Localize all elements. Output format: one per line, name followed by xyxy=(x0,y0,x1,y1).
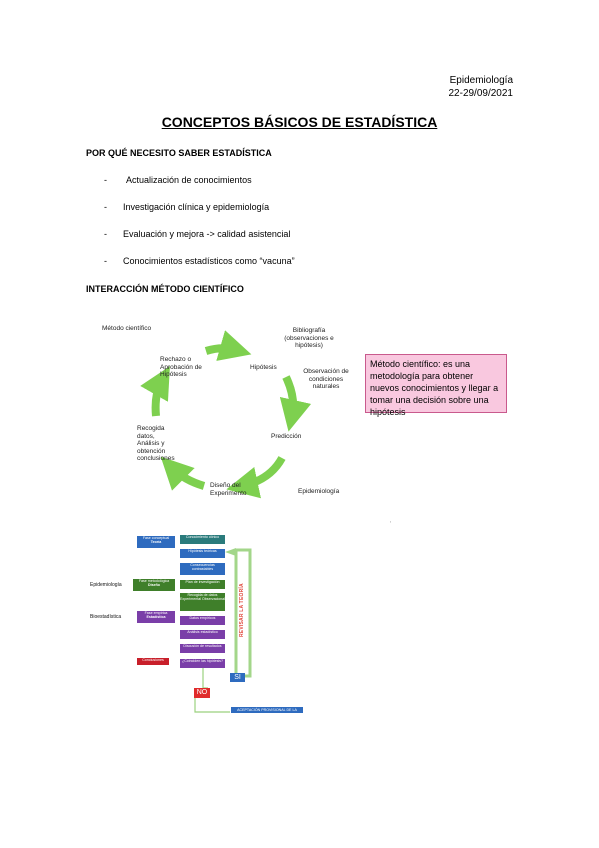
flow-step: Recogida de datos Experimental Observaci… xyxy=(180,593,225,611)
cycle-arrow xyxy=(160,456,206,491)
section-heading-scientific-method: INTERACCIÓN MÉTODO CIENTÍFICO xyxy=(86,284,244,294)
cycle-node-hypothesis: Hipótesis xyxy=(250,364,277,371)
date-range: 22-29/09/2021 xyxy=(448,88,513,99)
list-item: -Conocimientos estadísticos como “vacuna… xyxy=(104,256,295,266)
cycle-node-bibliography: Bibliografía (observaciones e hipótesis) xyxy=(284,327,334,349)
flow-tag-conclusions: Conclusiones xyxy=(137,658,169,665)
cycle-arrow xyxy=(226,455,286,499)
cycle-arrow xyxy=(204,330,252,361)
flow-final-box: ACEPTACIÓN PROVISIONAL DE LA HIPÓTESIS xyxy=(231,707,303,713)
section-heading-why-statistics: POR QUÉ NECESITO SABER ESTADÍSTICA xyxy=(86,148,272,158)
flow-yes-box: SI xyxy=(230,673,245,682)
flow-no-box: NO xyxy=(194,688,210,698)
flow-label-epidemiology: Epidemiología xyxy=(90,582,122,588)
cycle-node-observation: Observación de condiciones naturales xyxy=(303,368,349,390)
list-item: -Investigación clínica y epidemiología xyxy=(104,202,270,212)
cycle-node-prediction: Predicción xyxy=(271,433,302,440)
flow-step: Datos empíricos xyxy=(180,616,225,625)
flow-step: Plan de investigación xyxy=(180,580,225,589)
flow-step: Consecuencias contrastables xyxy=(180,563,225,575)
cycle-label-scientific-method: Método científico xyxy=(102,325,152,332)
flow-step: Hipótesis teóricas xyxy=(180,549,225,558)
revise-theory-label: REVISAR LA TEORÍA xyxy=(239,583,245,637)
cycle-node-experiment-design: Diseño del Experimento xyxy=(210,482,247,497)
flow-step: Discusión de resultados xyxy=(180,644,225,653)
definition-box: Método científico: es una metodología pa… xyxy=(365,354,507,417)
scientific-method-cycle-diagram xyxy=(140,330,312,499)
flow-label-biostatistics: Bioestadística xyxy=(90,614,122,620)
list-item: -Evaluación y mejora -> calidad asistenc… xyxy=(104,229,291,239)
cycle-arrow xyxy=(279,375,312,432)
list-item: -Actualización de conocimientos xyxy=(104,175,252,185)
flow-step: Análisis estadístico xyxy=(180,630,225,639)
cycle-arrow xyxy=(140,366,170,417)
course-name: Epidemiología xyxy=(449,75,513,86)
cycle-node-rejection: Rechazo o Aprobación de Hipótesis xyxy=(160,356,202,378)
flow-step: Conocimiento clínico xyxy=(180,535,225,544)
stray-mark: , xyxy=(390,518,392,524)
page-title: CONCEPTOS BÁSICOS DE ESTADÍSTICA xyxy=(161,114,438,130)
cycle-node-data-collection: Recogida datos, Análisis y obtención con… xyxy=(137,425,175,462)
cycle-label-epidemiology: Epidemiología xyxy=(298,488,340,495)
flow-step: ¿Coinciden las hipótesis? xyxy=(180,659,225,668)
